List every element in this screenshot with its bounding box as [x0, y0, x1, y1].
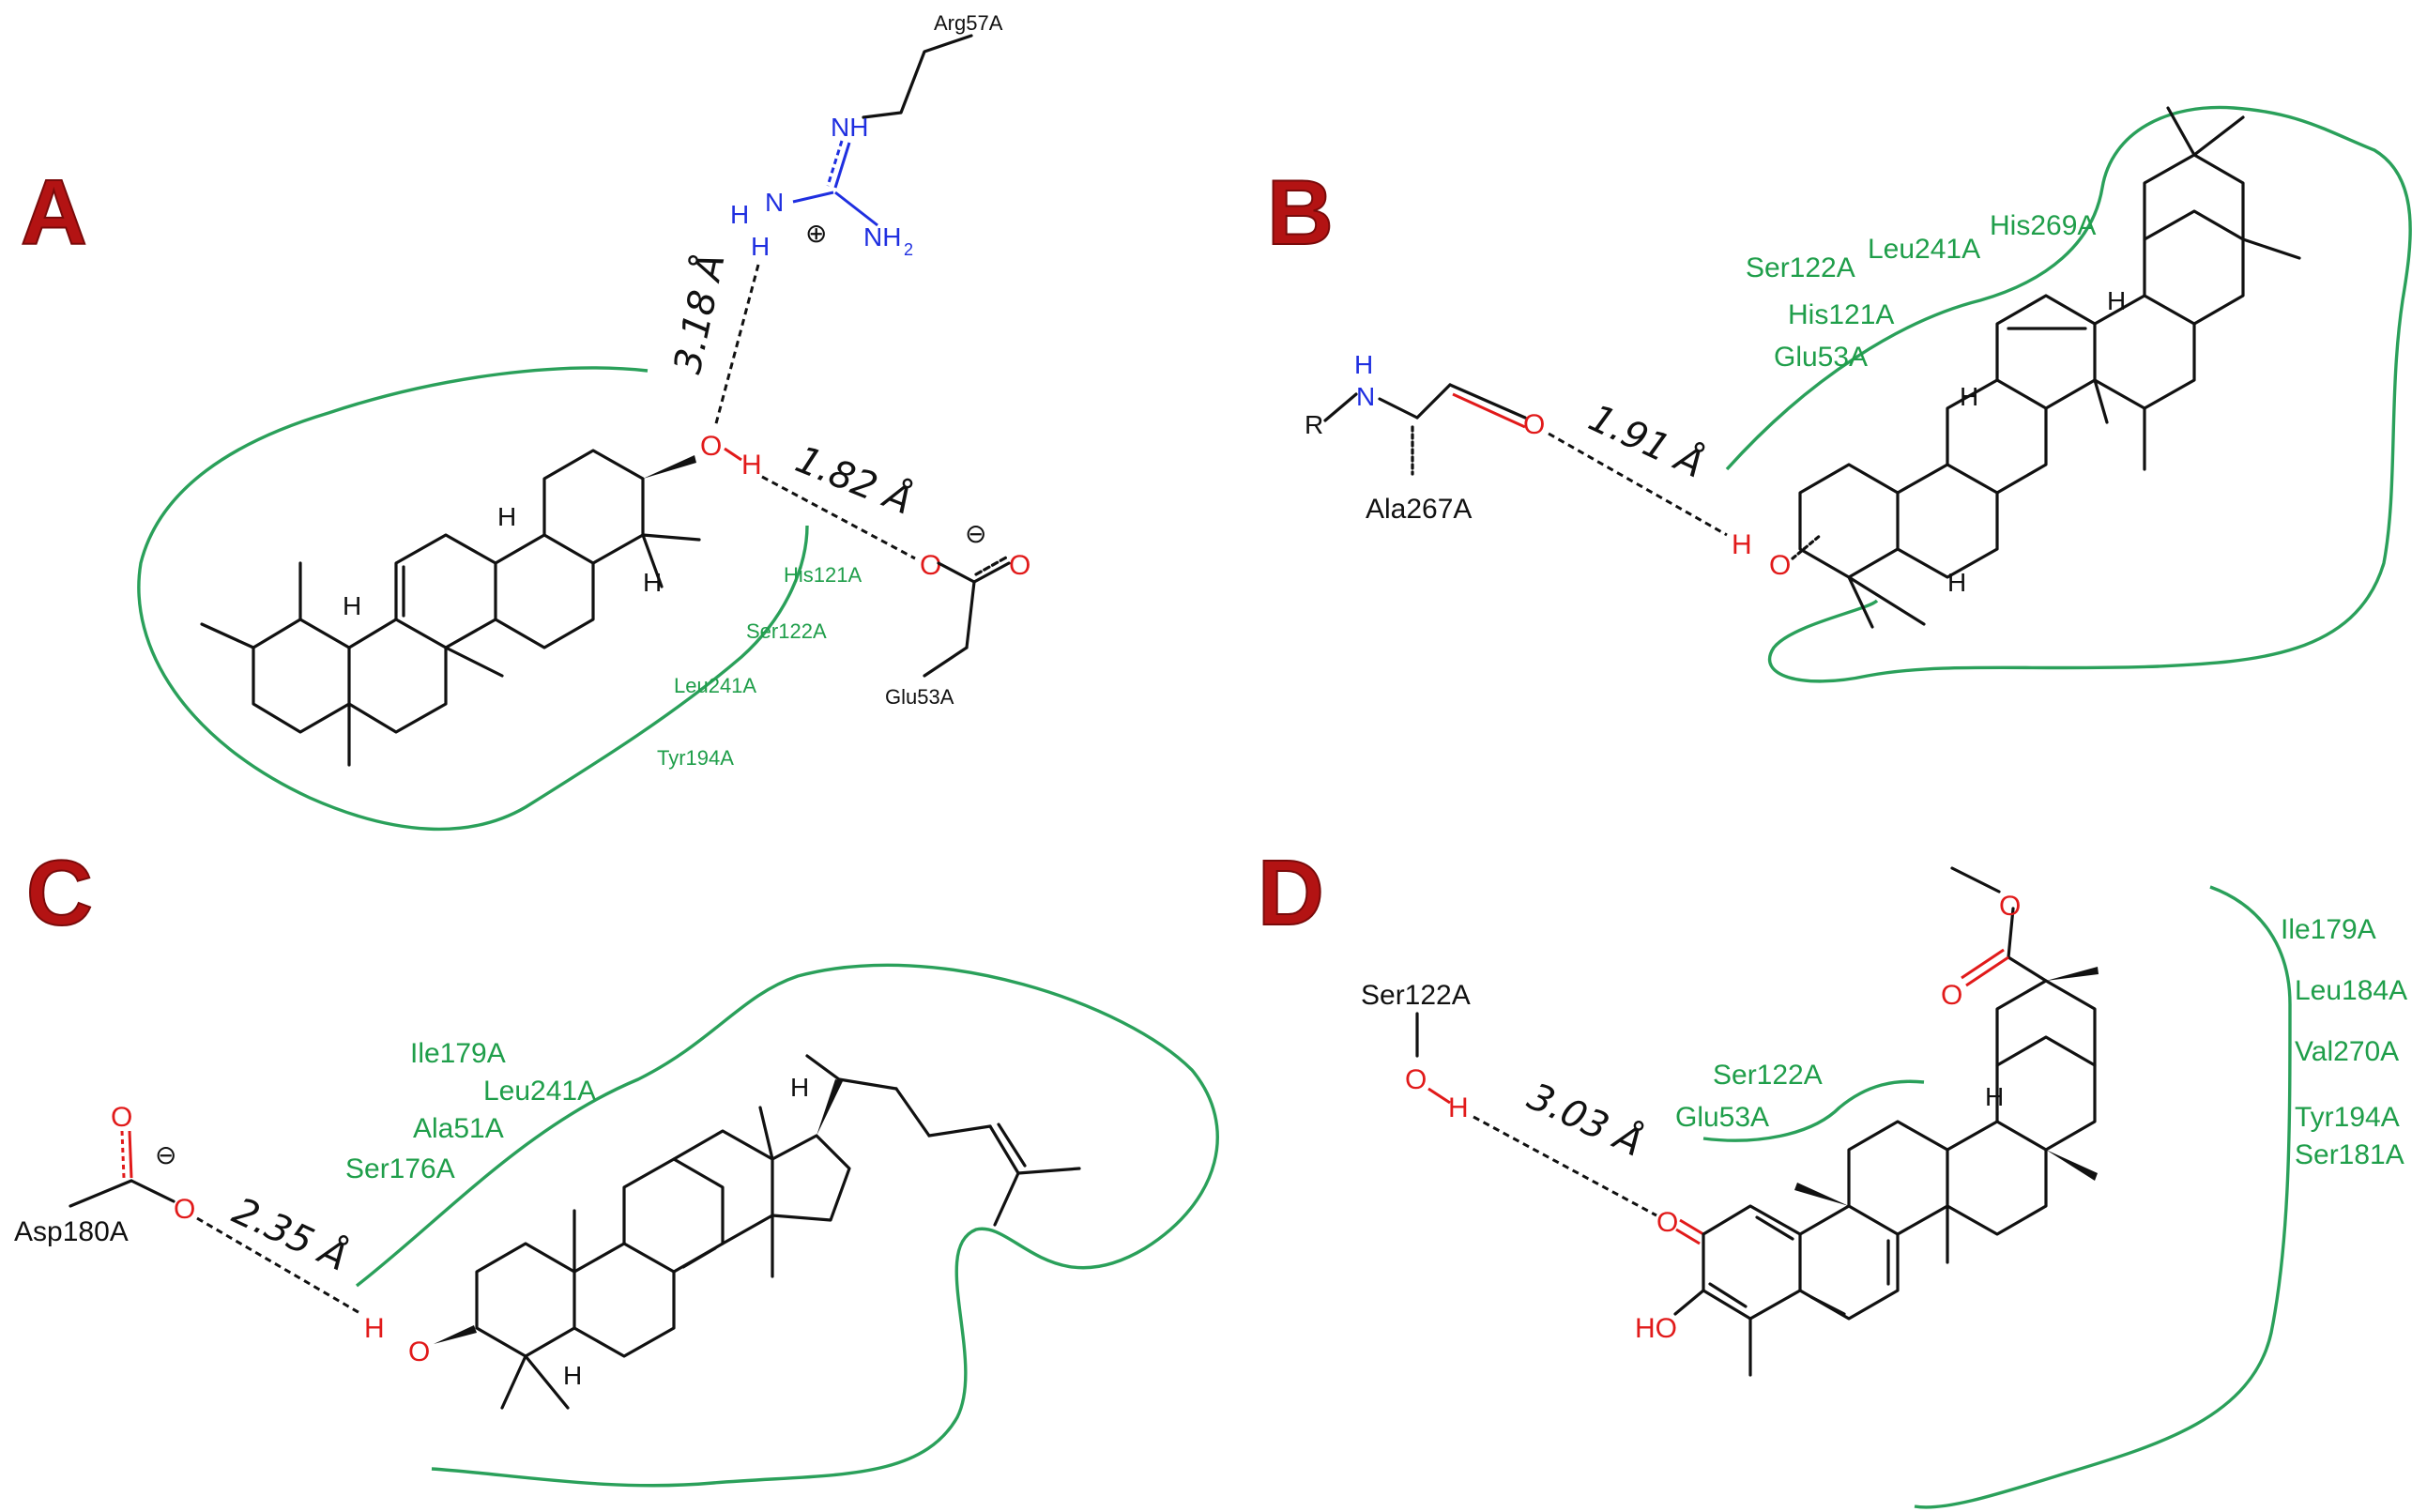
atom-h-ala: H [1354, 350, 1373, 379]
hbond-d [1473, 1115, 1657, 1217]
pocket-outline-b [1725, 105, 2412, 683]
distance-label-a-1: 3.18 Å [664, 250, 734, 377]
distance-label-a-2: 1.82 Å [789, 436, 919, 524]
svg-text:H: H [1960, 382, 1978, 411]
svg-text:H: H [563, 1361, 582, 1390]
panel-a: A H H H O [20, 11, 1030, 832]
residue-ala267a: R H N O Ala267A [1305, 350, 1545, 525]
atom-nh-arg: NH [831, 113, 868, 142]
svg-text:H: H [790, 1073, 809, 1102]
distance-label-b: 1.91 Å [1582, 395, 1711, 487]
hbond-a-2 [761, 475, 916, 560]
atom-h-arg-top: H [730, 200, 749, 229]
charge-minus-asp: ⊖ [155, 1140, 176, 1169]
residue-glu53a: O O ⊖ Glu53A [885, 519, 1030, 709]
panel-label-b: B [1267, 160, 1334, 264]
ligand-c: H H [434, 1054, 1081, 1410]
residue-label-asp180a: Asp180A [14, 1216, 129, 1247]
hbond-a-1 [713, 264, 760, 428]
panel-label-a: A [21, 160, 87, 264]
atom-o-hydroxyl-c: O [408, 1336, 430, 1367]
atom-o-asp1: O [111, 1102, 132, 1133]
residue-leu184a-d: Leu184A [2295, 975, 2407, 1006]
residue-ser181a-d: Ser181A [2295, 1139, 2404, 1170]
atom-n-ala: N [1356, 382, 1375, 411]
atom-o-ketone-d: O [1656, 1207, 1678, 1238]
residue-label-arg57a: Arg57A [934, 11, 1003, 35]
residue-asp180a: O ⊖ O Asp180A [14, 1102, 195, 1247]
pocket-outline-d-left [1702, 1079, 1925, 1142]
residue-val270a-d: Val270A [2295, 1036, 2399, 1067]
residue-leu241a-c: Leu241A [483, 1076, 596, 1107]
residue-label-ser122a-d: Ser122A [1361, 980, 1471, 1011]
atom-h-a2: H [497, 502, 516, 531]
panel-d: D Ser122A O H 3.03 Å O HO [1257, 840, 2407, 1509]
atom-o-glu1: O [920, 550, 941, 581]
panel-b: B R H N O Ala267A 1.91 Å H O [1266, 105, 2412, 683]
residue-his269a-b: His269A [1990, 210, 2096, 241]
charge-minus-glu: ⊖ [965, 519, 986, 548]
atom-o-a: O [700, 431, 722, 462]
hbond-b [1548, 432, 1728, 537]
residue-ser122a-a: Ser122A [746, 619, 827, 643]
atom-nh2-arg: NH [863, 222, 901, 252]
pocket-outline-c [355, 963, 1219, 1488]
atom-o-carbonyl-d: O [1941, 980, 1962, 1011]
atom-o-ester-d: O [1999, 891, 2021, 922]
atom-o-hydroxyl-b: O [1769, 550, 1791, 581]
pocket-outline-a [137, 366, 809, 832]
atom-o-ala: O [1523, 409, 1545, 440]
atom-h-hydroxyl-c: H [364, 1313, 385, 1344]
svg-text:H: H [1947, 568, 1966, 597]
residue-leu241a-b: Leu241A [1868, 234, 1980, 265]
residue-ala51a-c: Ala51A [413, 1113, 504, 1144]
svg-text:H: H [2107, 286, 2126, 315]
ligand-a: H H H [200, 449, 701, 767]
residue-ile179a-c: Ile179A [410, 1038, 506, 1069]
atom-o-asp2: O [174, 1194, 195, 1225]
ligand-b: H H H [1791, 106, 2301, 629]
residue-ile179a-d: Ile179A [2281, 914, 2376, 945]
hbond-c [196, 1216, 362, 1316]
atom-ho-d: HO [1635, 1313, 1677, 1344]
atom-h-a3: H [643, 568, 662, 597]
distance-label-c: 2.35 Å [226, 1188, 355, 1280]
atom-o-ser-d: O [1405, 1064, 1427, 1095]
residue-glu53a-d: Glu53A [1675, 1102, 1769, 1133]
residue-arg57a: Arg57A NH H N H NH 2 ⊕ [730, 11, 1003, 261]
residue-his121a-a: His121A [784, 563, 862, 587]
atom-h-a1: H [343, 591, 361, 620]
svg-text:H: H [1985, 1082, 2004, 1111]
residue-glu53a-b: Glu53A [1774, 342, 1868, 373]
atom-h-arg: H [751, 232, 770, 261]
svg-text:2: 2 [904, 240, 913, 259]
residue-ser122a-d-green: Ser122A [1713, 1060, 1823, 1091]
residue-tyr194a-d: Tyr194A [2295, 1102, 2400, 1133]
residue-label-glu53a: Glu53A [885, 685, 954, 709]
atom-h-hydroxyl-a: H [741, 450, 762, 481]
residue-tyr194a-a: Tyr194A [657, 746, 734, 770]
residue-his121a-b: His121A [1788, 299, 1894, 330]
panel-c: C O ⊖ O Asp180A 2.35 Å H O [14, 840, 1219, 1488]
panel-label-c: C [26, 841, 93, 944]
residue-ser176a-c: Ser176A [345, 1153, 455, 1184]
atom-h-hydroxyl-b: H [1732, 529, 1752, 560]
atom-o-glu2: O [1009, 550, 1030, 581]
atom-h-ser-d: H [1448, 1092, 1469, 1123]
residue-ser122a-b: Ser122A [1746, 252, 1855, 283]
residue-label-ala267a: Ala267A [1366, 494, 1472, 525]
distance-label-d: 3.03 Å [1521, 1074, 1650, 1166]
r-group-b: R [1305, 410, 1323, 439]
residue-leu241a-a: Leu241A [674, 674, 756, 697]
charge-plus-arg: ⊕ [805, 219, 827, 248]
panel-label-d: D [1258, 841, 1324, 944]
ligand-d: O HO O O H [1635, 866, 2099, 1377]
pocket-outline-d-right [1914, 885, 2292, 1509]
residue-ser122a-d: Ser122A O H [1361, 980, 1471, 1123]
atom-n-arg: N [765, 188, 784, 217]
